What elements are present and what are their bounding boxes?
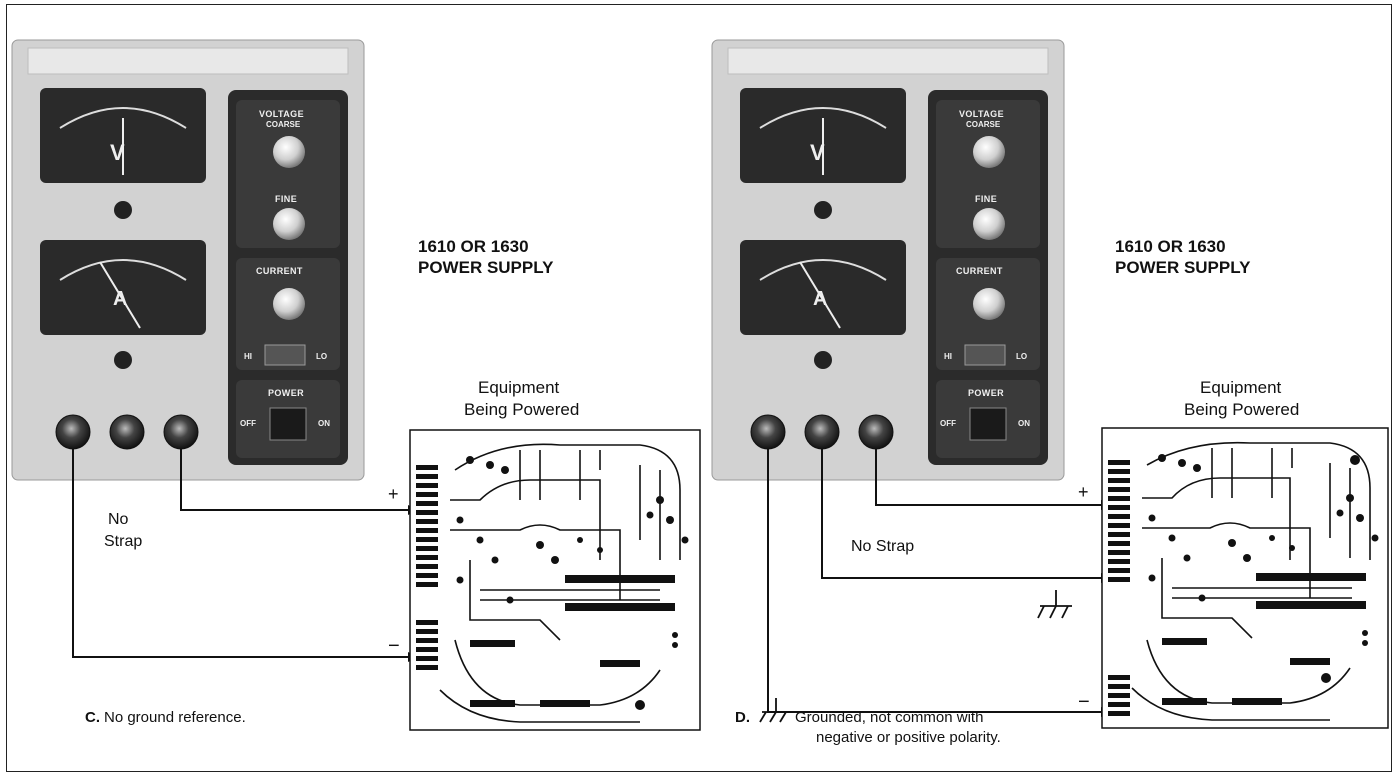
- plus-label-d: +: [1078, 482, 1089, 502]
- caption-text-1-d: Grounded, not common with: [795, 709, 983, 726]
- ground-terminal-c[interactable]: [109, 414, 145, 450]
- current-label-d: CURRENT: [956, 266, 1003, 276]
- voltage-label-d: VOLTAGE: [959, 109, 1004, 119]
- on-label-d: ON: [1018, 419, 1030, 428]
- fine-knob-c[interactable]: [273, 208, 305, 240]
- wires-d: [767, 449, 1103, 713]
- negative-terminal-c[interactable]: [55, 414, 91, 450]
- power-supply-d: V A VOLTAGE COARSE FINE CURRENT HI LO PO…: [711, 39, 1065, 481]
- power-switch-c[interactable]: [269, 407, 307, 441]
- power-label-c: POWER: [268, 388, 304, 398]
- panel-c: V A VOLTAGE COARSE FINE CURRENT HI LO PO…: [11, 39, 701, 731]
- supply-title-1-d: 1610 OR 1630: [1115, 237, 1226, 256]
- wires-c: [72, 449, 410, 658]
- solder-pads-c: [456, 456, 689, 710]
- solder-pads-d: [1148, 454, 1379, 683]
- minus-label-d: −: [1078, 691, 1090, 713]
- edge-connector-d: [1108, 460, 1130, 716]
- ammeter-label-d: A: [813, 288, 827, 310]
- chassis-ground-icon: [1037, 590, 1072, 619]
- ic-pins-c: [470, 575, 675, 707]
- circuit-board-d: [1101, 427, 1389, 729]
- lo-label-c: LO: [316, 352, 327, 361]
- indicator-lamp-d: [814, 201, 832, 219]
- coarse-label-c: COARSE: [266, 120, 301, 129]
- equipment-label-1-d: Equipment: [1200, 378, 1282, 397]
- power-label-d: POWER: [968, 388, 1004, 398]
- caption-text-c: No ground reference.: [104, 709, 246, 726]
- current-knob-c[interactable]: [273, 288, 305, 320]
- power-supply-c: V A VOLTAGE COARSE FINE CURRENT HI LO PO…: [11, 39, 365, 481]
- coarse-knob-d[interactable]: [973, 136, 1005, 168]
- caption-letter-d: D.: [735, 709, 750, 726]
- lo-label-d: LO: [1016, 352, 1027, 361]
- current-label-c: CURRENT: [256, 266, 303, 276]
- strap-label-d: No Strap: [851, 538, 914, 555]
- fine-label-c: FINE: [275, 194, 297, 204]
- circuit-board-c: [409, 429, 701, 731]
- indicator-lamp-c: [114, 201, 132, 219]
- ammeter-label-c: A: [113, 288, 127, 310]
- caption-ground-icon: [759, 698, 790, 723]
- voltmeter-label-d: V: [810, 140, 825, 165]
- caption-text-2-d: negative or positive polarity.: [816, 729, 1001, 746]
- power-switch-d[interactable]: [969, 407, 1007, 441]
- on-label-c: ON: [318, 419, 330, 428]
- hi-label-c: HI: [244, 352, 252, 361]
- voltage-label-c: VOLTAGE: [259, 109, 304, 119]
- equipment-label-1-c: Equipment: [478, 378, 560, 397]
- fine-knob-d[interactable]: [973, 208, 1005, 240]
- coarse-knob-c[interactable]: [273, 136, 305, 168]
- supply-title-2-d: POWER SUPPLY: [1115, 258, 1251, 277]
- off-label-d: OFF: [940, 419, 956, 428]
- strap-label-2-c: Strap: [104, 533, 142, 550]
- minus-label-c: −: [388, 635, 400, 657]
- current-knob-d[interactable]: [973, 288, 1005, 320]
- voltmeter-label-c: V: [110, 140, 125, 165]
- equipment-label-2-d: Being Powered: [1184, 400, 1299, 419]
- ammeter-d: [740, 240, 906, 335]
- ammeter-c: [40, 240, 206, 335]
- ic-pins-d: [1162, 573, 1366, 705]
- hi-lo-switch-d[interactable]: [964, 344, 1006, 366]
- ground-terminal-d[interactable]: [804, 414, 840, 450]
- negative-terminal-d[interactable]: [750, 414, 786, 450]
- indicator-lamp-2-c: [114, 351, 132, 369]
- off-label-c: OFF: [240, 419, 256, 428]
- figure-frame: [6, 4, 1392, 772]
- supply-title-2-c: POWER SUPPLY: [418, 258, 554, 277]
- strap-label-1-c: No: [108, 511, 129, 528]
- panel-d: V A VOLTAGE COARSE FINE CURRENT HI LO PO…: [711, 39, 1389, 746]
- traces-c: [439, 443, 681, 723]
- coarse-label-d: COARSE: [966, 120, 1001, 129]
- equipment-label-2-c: Being Powered: [464, 400, 579, 419]
- positive-terminal-c[interactable]: [163, 414, 199, 450]
- traces-d: [1131, 441, 1371, 721]
- fine-label-d: FINE: [975, 194, 997, 204]
- hi-label-d: HI: [944, 352, 952, 361]
- hi-lo-switch-c[interactable]: [264, 344, 306, 366]
- edge-connector-c: [416, 465, 438, 670]
- positive-terminal-d[interactable]: [858, 414, 894, 450]
- supply-title-1-c: 1610 OR 1630: [418, 237, 529, 256]
- caption-letter-c: C.: [85, 709, 100, 726]
- indicator-lamp-2-d: [814, 351, 832, 369]
- plus-label-c: +: [388, 484, 399, 504]
